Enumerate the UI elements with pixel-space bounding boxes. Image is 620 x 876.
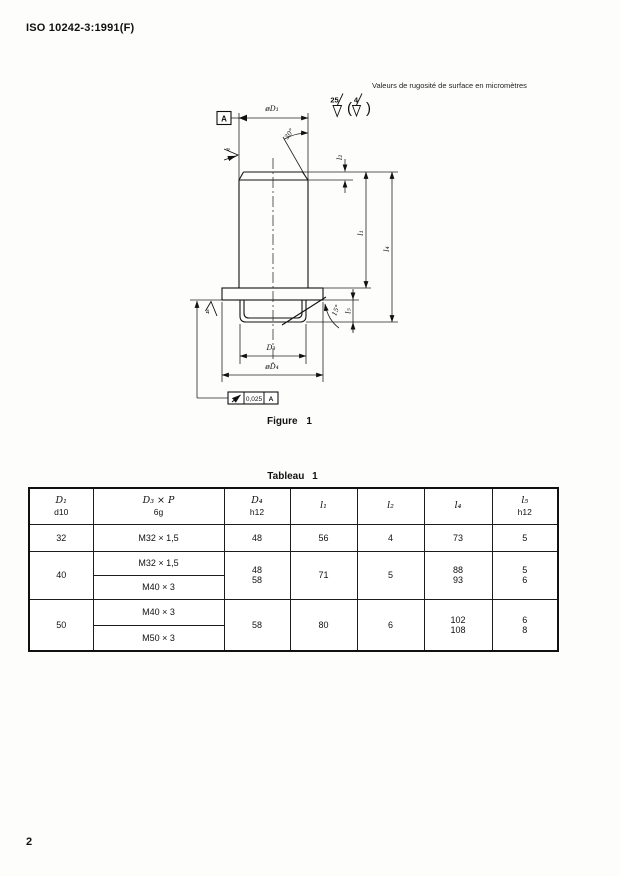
col-header-l4: l₄ [423, 487, 493, 525]
col-header-l1: l₁ [289, 487, 358, 525]
datum-a-letter: A [221, 115, 227, 124]
label-l5: l₅ [344, 308, 353, 313]
cell-thread-32: M32 × 1,5 [92, 523, 225, 552]
col-header-l2: l₂ [356, 487, 425, 525]
cell-d4-32: 48 [223, 523, 291, 552]
roughness-specific-value: 4 [354, 96, 359, 105]
roughness-general-value: 25 [330, 96, 338, 105]
datum-a-box: A [216, 110, 232, 126]
roughness-note-symbols [332, 93, 363, 118]
cell-l1-40: 71 [289, 550, 358, 600]
label-angle-30: 30° [283, 127, 296, 141]
tolerance-frame: 0,025 A [227, 391, 279, 405]
shank-outline [238, 171, 309, 288]
label-l4: l₄ [382, 246, 391, 251]
roughness-bottom-value: 4 [206, 310, 210, 316]
document-number: ISO 10242-3:1991(F) [26, 22, 135, 34]
cell-thread-40a: M32 × 1,5 [92, 550, 225, 576]
flange-outline [221, 287, 324, 301]
table-caption: Tableau 1 [267, 471, 318, 482]
roughness-paren-close: ) [366, 100, 371, 117]
roughness-mark-left [223, 148, 240, 162]
figure-caption: Figure 1 [267, 416, 312, 427]
cell-l2-40: 5 [356, 550, 425, 600]
label-phi-d1: øD₁ [264, 104, 279, 113]
thread-outline-outer [239, 300, 307, 323]
cell-l2-50: 6 [356, 598, 425, 652]
table-row-32: 32 M32 × 1,5 48 56 4 73 5 [28, 523, 559, 552]
label-l1: l₁ [356, 230, 365, 235]
label-phi-d4: øD₄ [264, 362, 279, 371]
cell-l1-32: 56 [289, 523, 358, 552]
roughness-units-note: Valeurs de rugosité de surface en microm… [372, 81, 527, 90]
label-angle-15: 15° [330, 303, 342, 317]
runout-symbol-icon [231, 394, 241, 403]
chamfer-line [281, 296, 327, 326]
cell-d1-32: 32 [28, 523, 94, 552]
roughness-mark-bottom [205, 300, 218, 317]
cell-thread-50b: M50 × 3 [92, 624, 225, 652]
cell-d1-40: 40 [28, 550, 94, 600]
cell-l5-32: 5 [491, 523, 559, 552]
label-d3: D₃ [265, 343, 275, 352]
tolerance-datum: A [269, 396, 274, 403]
roughness-left-value: 4 [226, 147, 233, 152]
cell-l1-50: 80 [289, 598, 358, 652]
dimension-labels: øD₁ 30° l₂ l₁ l₄ l₅ 15° D₃ øD₄ [264, 104, 391, 371]
cell-thread-50a: M40 × 3 [92, 598, 225, 626]
figure-1-drawing: A øD₁ 30° l₂ l₁ l₄ l₅ 15° D₃ øD₄ 4 4 25 … [190, 93, 398, 405]
label-l2: l₂ [335, 155, 344, 160]
roughness-paren-open: ( [347, 100, 352, 117]
tolerance-value: 0,025 [246, 396, 263, 403]
table-row-50b: M50 × 3 [29, 624, 558, 652]
cell-l4-32: 73 [423, 523, 493, 552]
page-number: 2 [26, 836, 33, 848]
datum-triangle [239, 114, 247, 122]
cell-d1-50: 50 [28, 598, 94, 652]
cell-thread-40b: M40 × 3 [92, 574, 225, 600]
cell-l2-32: 4 [356, 523, 425, 552]
cell-d4-50: 58 [223, 598, 291, 652]
dimension-lines [190, 113, 398, 399]
part-outline [221, 171, 327, 326]
